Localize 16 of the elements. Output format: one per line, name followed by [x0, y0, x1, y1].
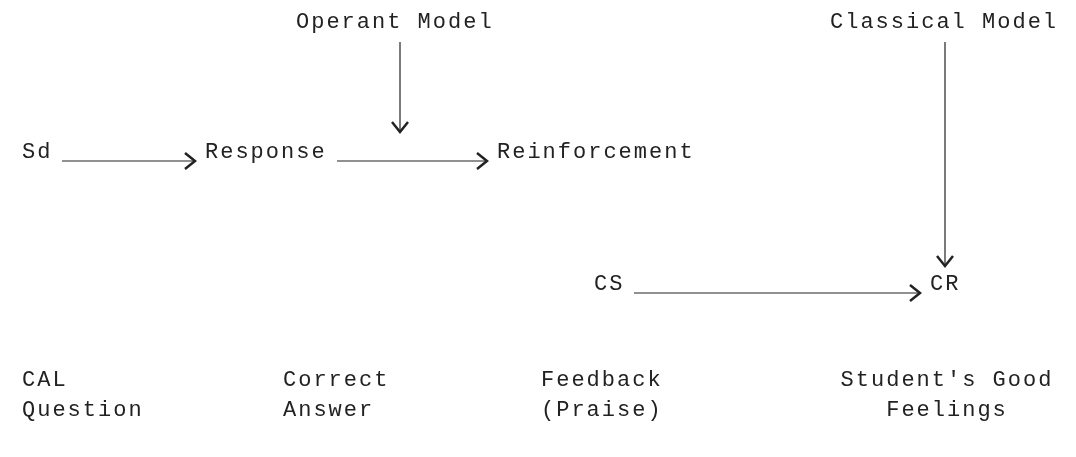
arrow [633, 283, 922, 303]
node-label: Reinforcement [497, 138, 695, 168]
caption-text: Feedback (Praise) [541, 367, 664, 425]
node-label: Classical Model [830, 8, 1059, 38]
arrow [336, 151, 489, 171]
node-label: Operant Model [296, 8, 494, 38]
node-label: CS [594, 270, 625, 300]
caption-text: Correct Answer [283, 367, 391, 425]
node-label: CR [930, 270, 961, 300]
node-label: Sd [22, 138, 53, 168]
caption-text: CAL Question [22, 367, 145, 425]
arrow [935, 41, 955, 268]
caption-text: Student's Good Feelings [839, 367, 1055, 425]
arrow [61, 151, 197, 171]
node-label: Response [205, 138, 327, 168]
arrow [390, 41, 410, 134]
